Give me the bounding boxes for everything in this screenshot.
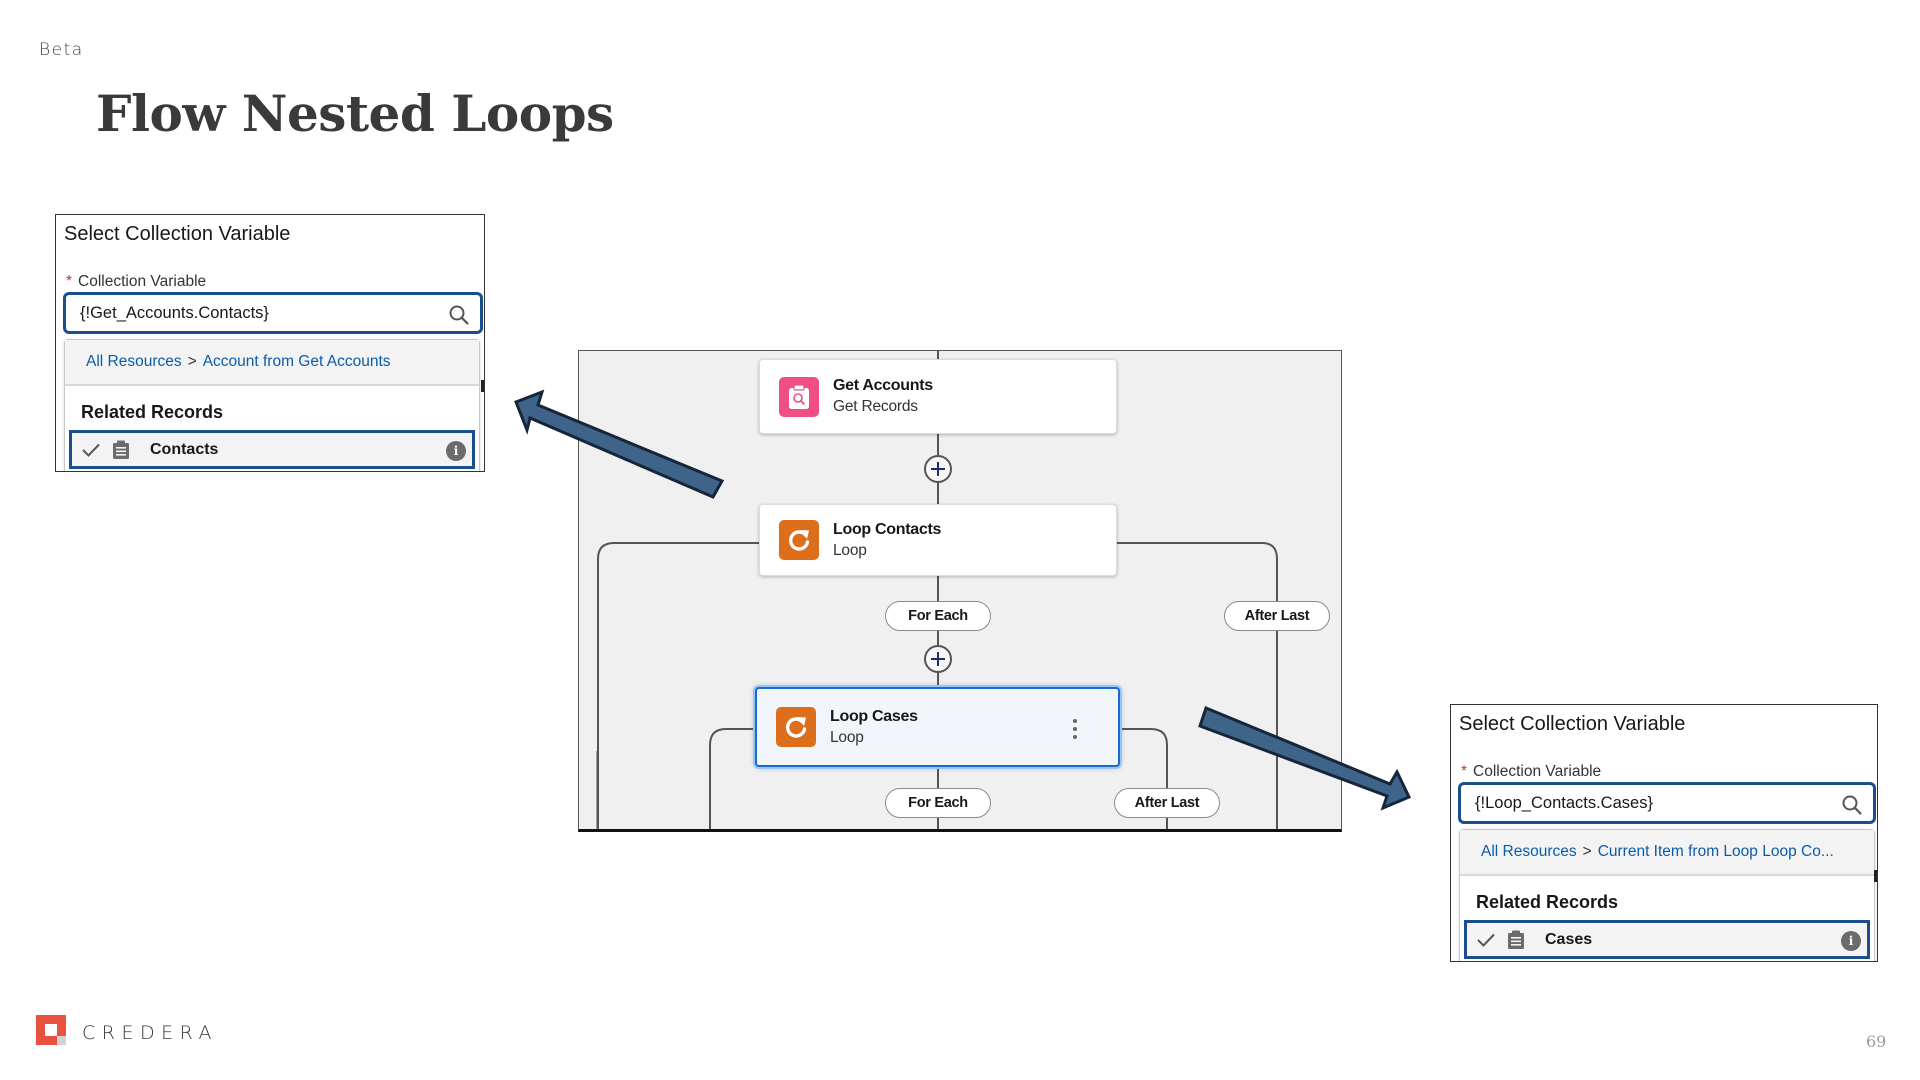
page-number: 69 [1866,1032,1887,1051]
list-icon [1508,930,1524,949]
plus-icon [931,652,945,666]
breadcrumb-all-resources[interactable]: All Resources [1481,843,1577,860]
connector-label-for-each: For Each [885,788,991,818]
slide-tag: Beta [39,40,84,60]
panel-title: Select Collection Variable [1459,713,1686,735]
breadcrumb-current[interactable]: Current Item from Loop Loop Co... [1597,843,1834,860]
breadcrumb: All Resources > Current Item from Loop L… [1460,830,1874,876]
input-value: {!Get_Accounts.Contacts} [80,303,269,322]
node-get-accounts[interactable]: Get Accounts Get Records [759,359,1117,434]
breadcrumb-separator: > [1582,843,1592,860]
node-type: Get Records [833,398,918,415]
connector-outer-loop-left [597,542,759,829]
connector-outer-loop-right [1117,542,1278,829]
plus-icon [931,462,945,476]
option-label: Contacts [150,440,219,458]
required-mark: * [1461,763,1468,780]
check-icon [1477,933,1495,947]
connector-label-for-each: For Each [885,601,991,631]
search-icon[interactable] [1841,794,1863,816]
flow-canvas: Get Accounts Get Records Loop Contacts L… [578,350,1342,832]
more-actions-icon[interactable] [1072,719,1078,739]
brand-name: CREDERA [82,1022,219,1044]
collection-variable-panel-left: Select Collection Variable * Collection V… [55,214,485,472]
node-loop-cases[interactable]: Loop Cases Loop [755,687,1120,767]
node-loop-contacts[interactable]: Loop Contacts Loop [759,504,1117,576]
breadcrumb-current[interactable]: Account from Get Accounts [202,353,391,370]
collection-variable-label: * Collection Variable [66,273,206,291]
search-icon[interactable] [448,304,470,326]
field-label-text: Collection Variable [1473,763,1602,780]
connector-inner-loop-right [1120,728,1168,829]
info-icon[interactable]: i [1841,931,1861,951]
node-title: Loop Cases [830,707,918,725]
related-records-heading: Related Records [81,402,224,422]
node-title: Loop Contacts [833,520,942,538]
credera-logo-icon [36,1015,66,1045]
option-label: Cases [1545,930,1593,948]
loop-icon [776,707,816,747]
breadcrumb-separator: > [187,353,197,370]
collection-variable-panel-right: Select Collection Variable * Collection V… [1450,704,1878,962]
loop-icon [779,520,819,560]
connector-label-after-last: After Last [1224,601,1330,631]
required-mark: * [66,273,73,290]
panel-edge-artifact [481,380,484,392]
field-label-text: Collection Variable [78,273,207,290]
info-icon[interactable]: i [446,441,466,461]
collection-variable-label: * Collection Variable [1461,763,1601,781]
page-title: Flow Nested Loops [96,84,614,143]
check-icon [82,443,100,457]
resource-dropdown: All Resources > Account from Get Account… [64,339,480,471]
related-records-heading: Related Records [1476,892,1619,912]
breadcrumb: All Resources > Account from Get Account… [65,340,479,386]
option-cases[interactable]: Cases i [1464,920,1870,959]
node-title: Get Accounts [833,377,933,394]
panel-edge-artifact [1874,870,1877,882]
panel-title: Select Collection Variable [64,223,291,245]
breadcrumb-all-resources[interactable]: All Resources [86,353,182,370]
get-records-icon [779,376,819,417]
node-type: Loop [833,541,867,559]
add-element-button[interactable] [924,645,952,673]
collection-variable-input[interactable]: {!Loop_Contacts.Cases} [1458,782,1876,824]
list-icon [113,440,129,459]
add-element-button[interactable] [924,455,952,483]
connector-label-after-last: After Last [1114,788,1220,818]
node-type: Loop [830,728,864,746]
collection-variable-input[interactable]: {!Get_Accounts.Contacts} [63,292,483,334]
input-value: {!Loop_Contacts.Cases} [1475,793,1653,812]
resource-dropdown: All Resources > Current Item from Loop L… [1459,829,1875,961]
connector-inner-loop-left [709,728,755,829]
option-contacts[interactable]: Contacts i [69,430,475,469]
